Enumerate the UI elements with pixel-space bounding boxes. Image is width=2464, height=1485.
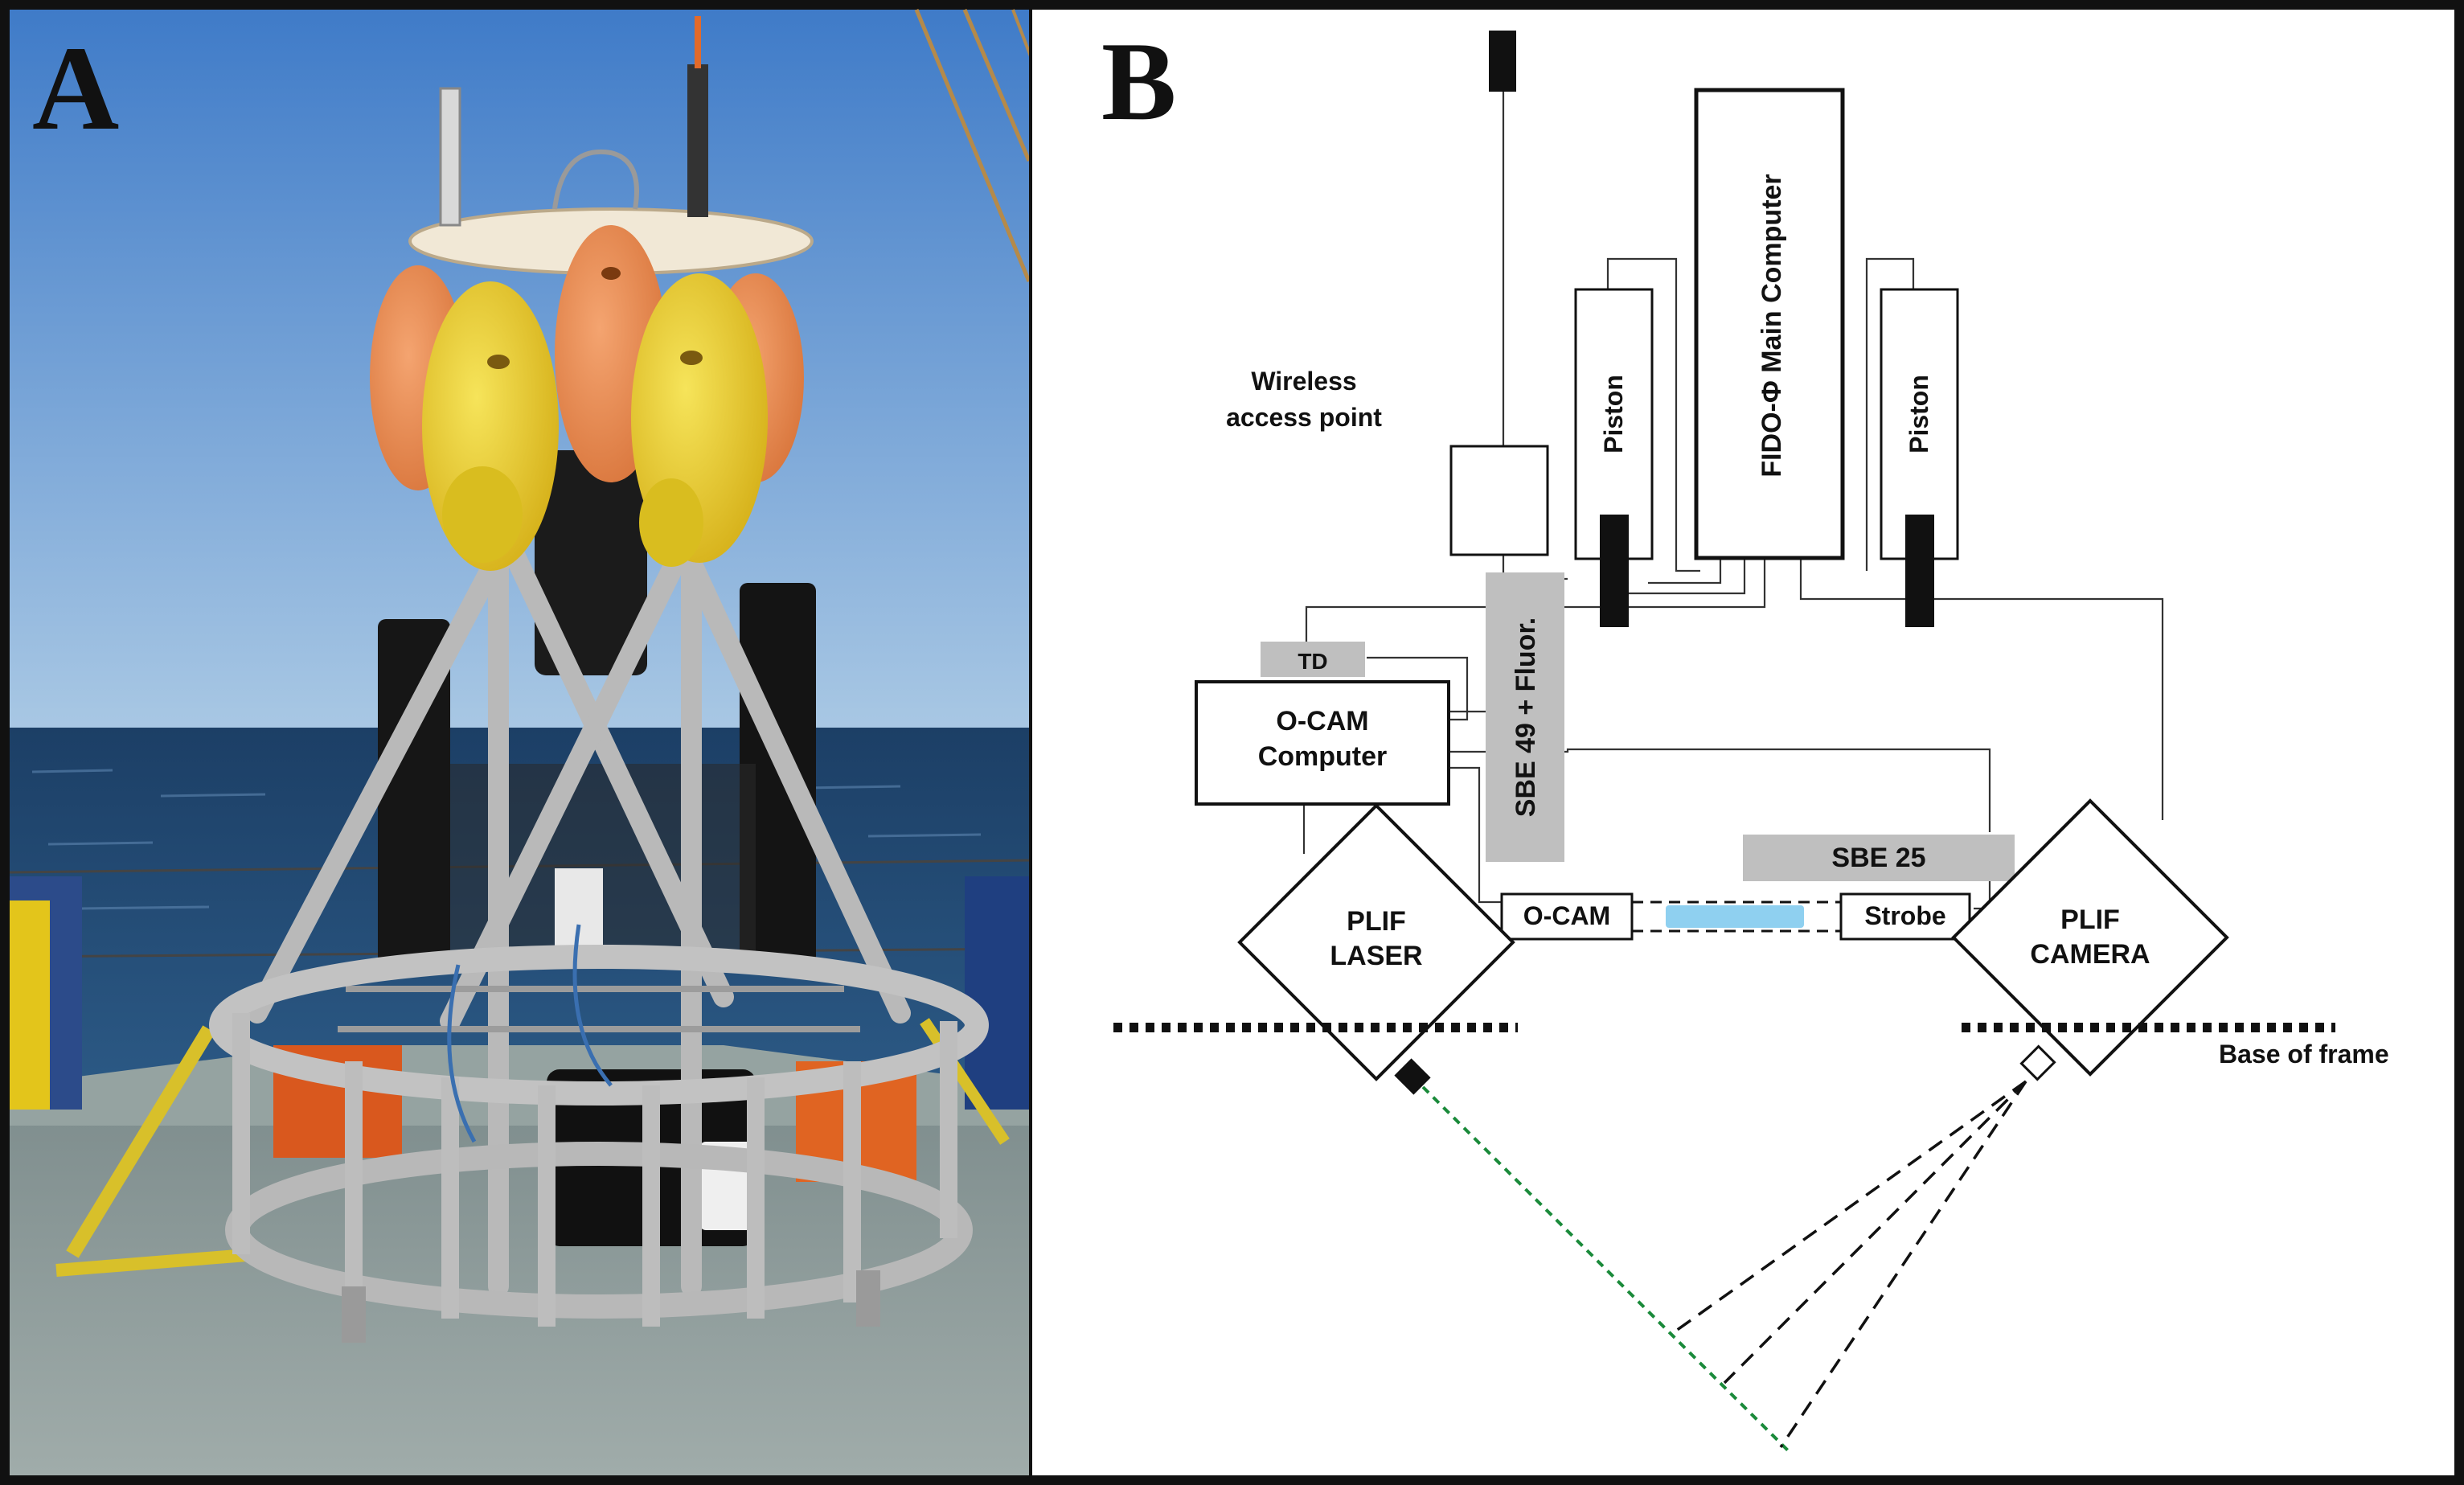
blue-structure-right bbox=[965, 876, 1031, 1110]
camera-field-of-view bbox=[1675, 1080, 2027, 1448]
piston-left-label: Piston bbox=[1599, 375, 1628, 453]
lifting-bail bbox=[552, 149, 639, 210]
flotation-floats bbox=[370, 225, 804, 571]
antenna-left bbox=[439, 87, 461, 227]
antenna-block bbox=[1489, 31, 1516, 92]
strobe-box bbox=[1839, 892, 1971, 941]
black-housing-center bbox=[535, 450, 647, 675]
sbe25-sensor bbox=[1743, 835, 2015, 881]
sea-waves bbox=[31, 769, 982, 910]
cage-rail-top bbox=[209, 945, 989, 1106]
main-computer-label: FIDO-Φ Main Computer bbox=[1757, 174, 1787, 477]
yellow-post bbox=[10, 900, 50, 1110]
piston-left-box bbox=[1574, 288, 1654, 560]
base-of-frame-label: Base of frame bbox=[2219, 1040, 2389, 1069]
sbe25-label: SBE 25 bbox=[1831, 843, 1925, 873]
cage-uprights bbox=[232, 1013, 957, 1327]
panel-a-photo: A bbox=[9, 9, 1032, 1475]
yellow-strap-right bbox=[920, 1018, 1010, 1145]
camera-lens bbox=[2019, 1044, 2056, 1081]
sbe49-label: SBE 49 + Fluor. bbox=[1511, 617, 1541, 817]
laser-aperture bbox=[1394, 1058, 1431, 1095]
plif-camera-label-line1: PLIF bbox=[2060, 905, 2120, 935]
plif-camera-label-line2: CAMERA bbox=[2030, 939, 2150, 970]
ocam-box bbox=[1500, 892, 1634, 941]
ocam-label: O-CAM bbox=[1523, 901, 1610, 930]
ocam-computer-box bbox=[1195, 680, 1450, 806]
piston-left-shaft bbox=[1600, 515, 1629, 627]
panel-a-letter: A bbox=[32, 22, 119, 155]
td-sensor bbox=[1261, 642, 1365, 677]
panel-b-letter: B bbox=[1101, 19, 1176, 144]
panel-b-diagram: B Wireless a bbox=[1101, 19, 2389, 1453]
sample-volume bbox=[1666, 905, 1804, 928]
ocam-computer-label-line2: Computer bbox=[1258, 741, 1388, 772]
plif-laser-label-line2: LASER bbox=[1330, 941, 1422, 971]
main-computer-box bbox=[1694, 88, 1845, 560]
rigging-line bbox=[914, 9, 1031, 282]
antenna-right bbox=[687, 64, 708, 217]
strobe-label: Strobe bbox=[1864, 901, 1945, 930]
plif-laser-label-line1: PLIF bbox=[1347, 906, 1406, 937]
plif-camera-box bbox=[1951, 798, 2229, 1077]
piston-right-box bbox=[1880, 288, 1959, 560]
sbe49-sensor bbox=[1486, 572, 1564, 862]
wireless-label-line2: access point bbox=[1226, 403, 1382, 432]
yellow-strap-left bbox=[66, 1025, 215, 1258]
plif-laser-box bbox=[1237, 803, 1515, 1081]
td-label: TD bbox=[1298, 649, 1327, 674]
ocam-light-path bbox=[1632, 900, 1841, 933]
piston-right-label: Piston bbox=[1904, 375, 1933, 453]
ocam-computer-label-line1: O-CAM bbox=[1276, 706, 1368, 736]
piston-right-shaft bbox=[1905, 515, 1934, 627]
wireless-access-point-box bbox=[1449, 445, 1549, 556]
black-housing-left bbox=[378, 619, 450, 965]
cables bbox=[447, 924, 613, 1143]
wireless-label-line1: Wireless bbox=[1251, 367, 1356, 396]
black-housing-right bbox=[740, 583, 816, 969]
